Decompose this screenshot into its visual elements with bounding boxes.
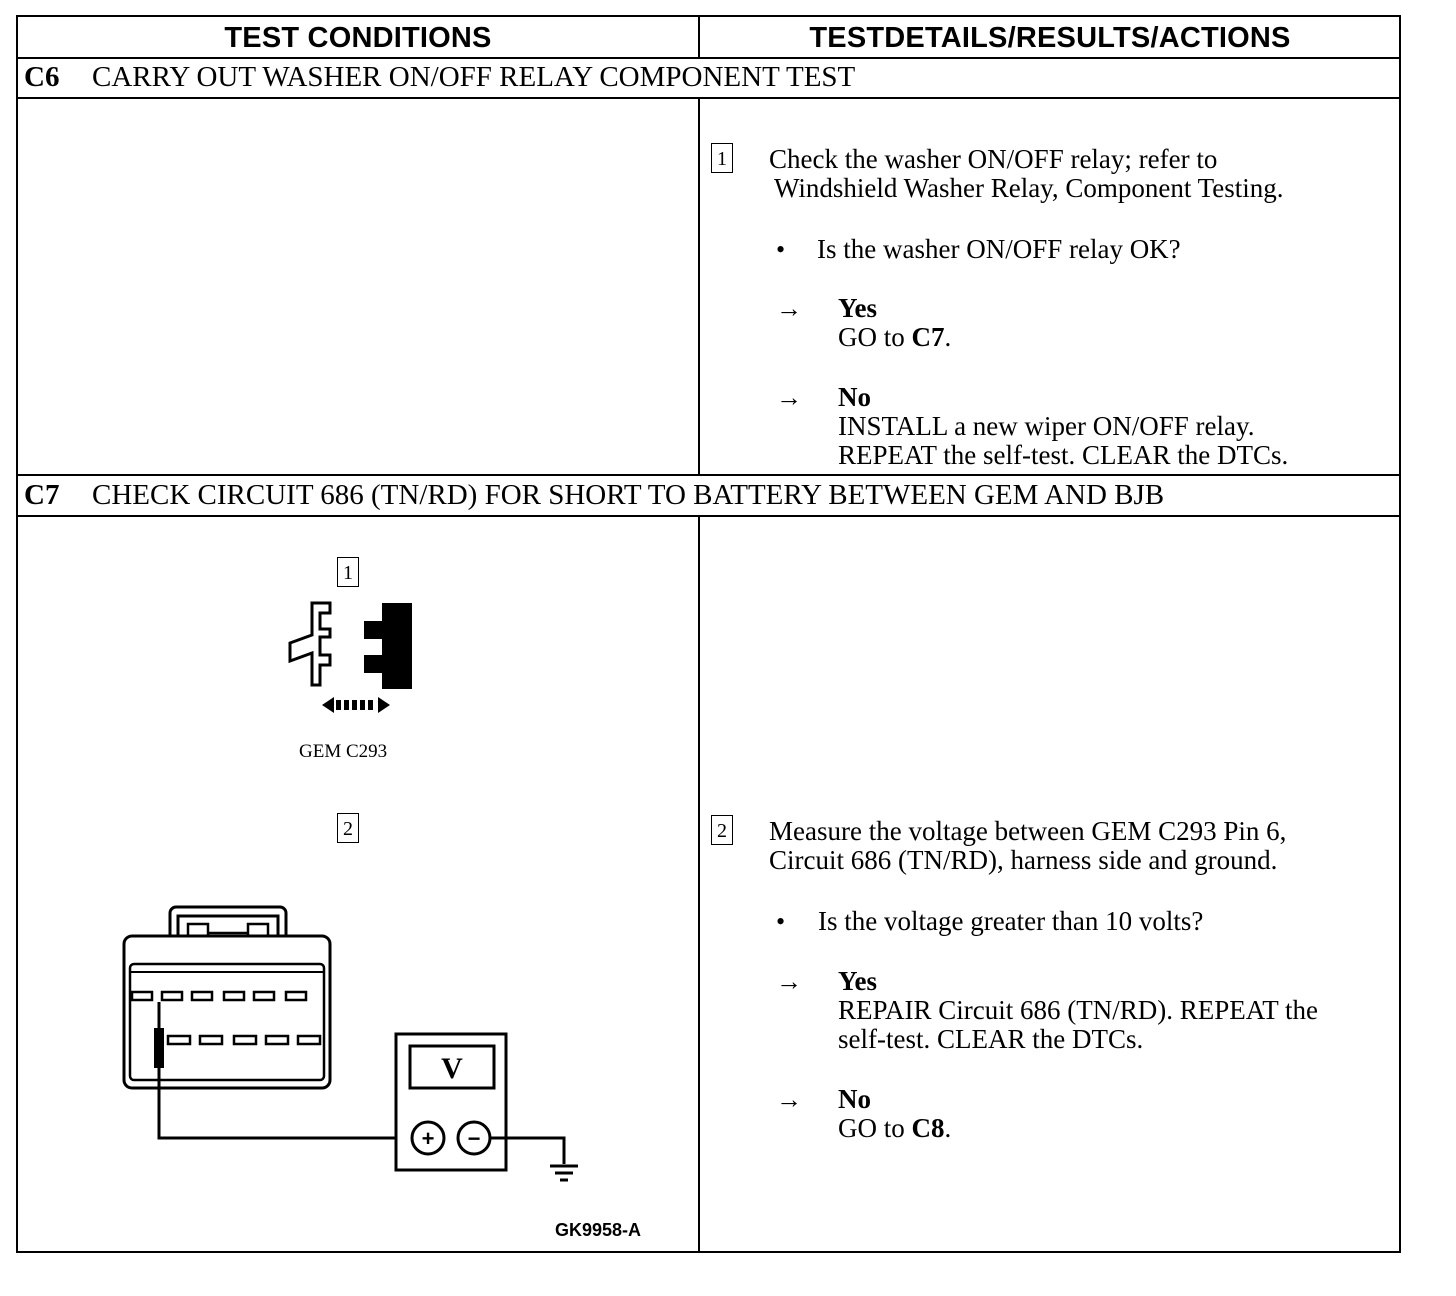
c7-yes-action-line2: self-test. CLEAR the DTCs.: [838, 1024, 1144, 1054]
c7-no-label: No: [838, 1084, 871, 1114]
c6-no-action-line2: REPEAT the self-test. CLEAR the DTCs.: [838, 440, 1289, 470]
c7-step2-number-box: 2: [711, 815, 733, 845]
c6-step1-instruction-line1: Check the washer ON/OFF relay; refer to: [769, 144, 1218, 174]
c6-yes-arrow: →: [776, 294, 802, 323]
c6-question-bullet: •: [776, 235, 786, 264]
column-header-test-details: TESTDETAILS/RESULTS/ACTIONS: [809, 22, 1291, 54]
c6-step-title: CARRY OUT WASHER ON/OFF RELAY COMPONENT …: [92, 61, 856, 93]
c6-step1-question: Is the washer ON/OFF relay OK?: [817, 234, 1181, 264]
c6-yes-action-target: C7: [911, 322, 945, 352]
connector-disconnect-icon: [288, 601, 412, 713]
c6-title-divider: [18, 97, 1399, 99]
meter-plus-terminal: +: [422, 1126, 435, 1151]
c7-figure-step2-number-box: 2: [337, 813, 359, 843]
c6-step1-instruction-line2: Windshield Washer Relay, Component Testi…: [774, 173, 1284, 203]
c7-column-divider: [698, 515, 700, 1251]
meter-minus-terminal: −: [468, 1126, 481, 1151]
c6-step-code: C6: [24, 61, 60, 93]
c6-yes-action: GO to C7.: [838, 323, 951, 352]
c7-yes-action-line1: REPAIR Circuit 686 (TN/RD). REPEAT the: [838, 995, 1319, 1025]
header-column-divider: [698, 17, 700, 57]
c6-bottom-divider: [18, 474, 1399, 476]
figure-id: GK9958-A: [555, 1220, 642, 1240]
c7-step2-instruction-line1: Measure the voltage between GEM C293 Pin…: [769, 816, 1287, 846]
c7-title-divider: [18, 515, 1399, 517]
c7-no-action-suffix: .: [944, 1113, 952, 1143]
c7-yes-label: Yes: [838, 966, 877, 996]
c7-question-bullet: •: [776, 907, 786, 936]
c6-no-action-line1: INSTALL a new wiper ON/OFF relay.: [838, 411, 1255, 441]
voltage-measurement-diagram: V + −: [122, 905, 578, 1182]
meter-display-symbol: V: [441, 1052, 463, 1085]
c7-yes-arrow: →: [776, 967, 802, 996]
c7-step2-question: Is the voltage greater than 10 volts?: [818, 906, 1204, 936]
c6-column-divider: [698, 97, 700, 474]
c6-yes-label: Yes: [838, 293, 877, 323]
header-divider: [18, 57, 1399, 59]
column-header-test-conditions: TEST CONDITIONS: [224, 22, 492, 54]
c7-no-action-target: C8: [911, 1113, 945, 1143]
c7-no-arrow: →: [776, 1085, 802, 1114]
c6-no-arrow: →: [776, 383, 802, 412]
c6-step-heading: C6 CARRY OUT WASHER ON/OFF RELAY COMPONEN…: [24, 61, 855, 94]
c6-step1-number-box: 1: [711, 143, 733, 173]
c6-yes-action-prefix: GO to: [838, 322, 912, 352]
c7-step-heading: C7 CHECK CIRCUIT 686 (TN/RD) FOR SHORT TO…: [24, 479, 1164, 512]
c7-figure-step1-number-box: 1: [337, 557, 359, 587]
c7-step2-instruction-line2: Circuit 686 (TN/RD), harness side and gr…: [769, 845, 1278, 875]
c7-no-action: GO to C8.: [838, 1114, 951, 1143]
c6-yes-action-suffix: .: [944, 322, 952, 352]
connector-caption: GEM C293: [299, 741, 388, 762]
c7-step-code: C7: [24, 479, 60, 511]
c7-no-action-prefix: GO to: [838, 1113, 912, 1143]
c6-no-label: No: [838, 382, 871, 412]
diagnostic-table: TEST CONDITIONS TESTDETAILS/RESULTS/ACTI…: [16, 15, 1401, 1253]
c7-step-title: CHECK CIRCUIT 686 (TN/RD) FOR SHORT TO B…: [92, 479, 1165, 511]
